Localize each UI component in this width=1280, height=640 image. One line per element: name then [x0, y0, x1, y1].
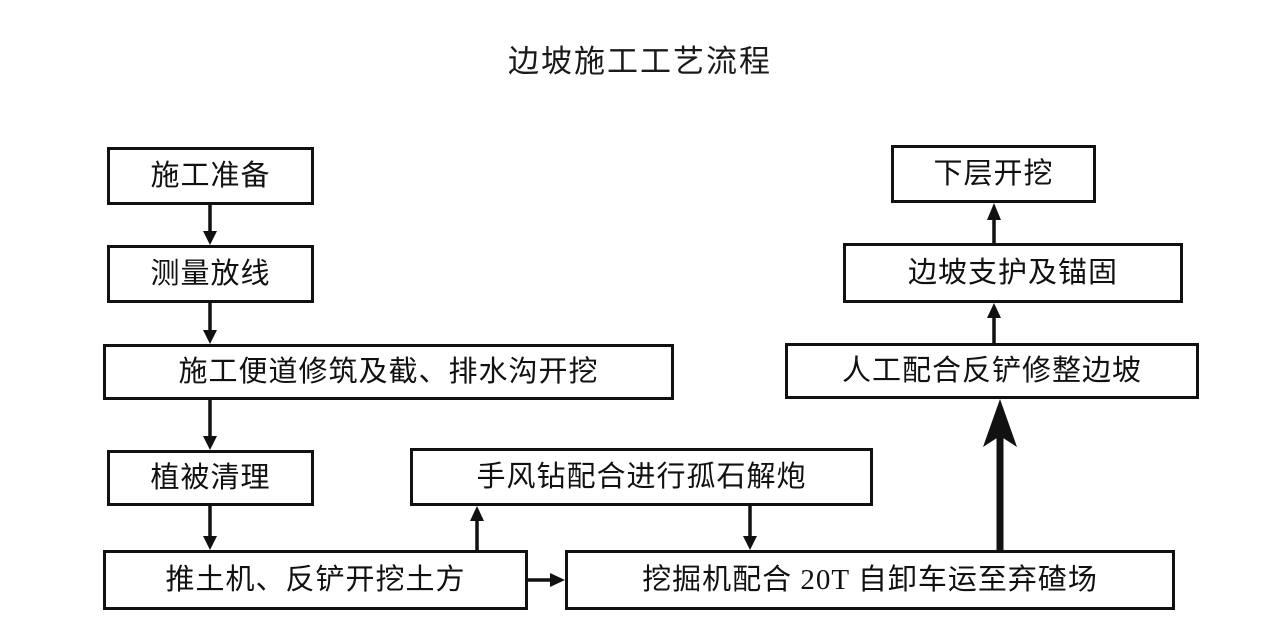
edge-arrow-down-4 [203, 506, 217, 550]
node-label: 植被清理 [150, 461, 271, 494]
edge-arrow-right-1 [528, 573, 565, 587]
node-vegetation-clearing[interactable]: 植被清理 [107, 450, 314, 506]
edge-arrow-up-1 [470, 506, 484, 550]
node-construction-preparation[interactable]: 施工准备 [107, 147, 314, 205]
node-haul-road-and-drainage[interactable]: 施工便道修筑及截、排水沟开挖 [103, 344, 674, 400]
node-label: 施工准备 [150, 159, 271, 192]
edge-arrow-up-thick [983, 399, 1017, 550]
node-jackhammer-boulder-blasting[interactable]: 手风钻配合进行孤石解炮 [410, 448, 873, 506]
page-title: 边坡施工工艺流程 [508, 44, 772, 79]
node-bulldozer-backhoe-excavation[interactable]: 推土机、反铲开挖土方 [103, 550, 528, 610]
node-label: 推土机、反铲开挖土方 [165, 563, 466, 596]
edge-arrow-down-1 [203, 205, 217, 245]
node-slope-support-and-anchoring[interactable]: 边坡支护及锚固 [843, 243, 1183, 303]
edge-arrow-up-2 [987, 303, 1001, 343]
node-lower-layer-excavation[interactable]: 下层开挖 [891, 145, 1096, 203]
node-excavator-dump-truck-spoil[interactable]: 挖掘机配合 20T 自卸车运至弃碴场 [565, 550, 1175, 610]
edge-arrow-up-3 [987, 203, 1001, 243]
node-manual-backhoe-slope-trimming[interactable]: 人工配合反铲修整边坡 [785, 343, 1199, 399]
node-label: 测量放线 [150, 257, 271, 290]
edge-arrow-down-3 [203, 400, 217, 450]
node-label: 手风钻配合进行孤石解炮 [476, 460, 807, 493]
edge-arrow-down-2 [203, 303, 217, 344]
node-survey-setting-out[interactable]: 测量放线 [107, 245, 314, 303]
edge-arrow-down-5 [743, 506, 757, 550]
node-label: 施工便道修筑及截、排水沟开挖 [178, 355, 599, 388]
node-label: 人工配合反铲修整边坡 [841, 354, 1142, 387]
node-label: 边坡支护及锚固 [907, 256, 1118, 289]
node-label: 下层开挖 [933, 157, 1054, 190]
node-label: 挖掘机配合 20T 自卸车运至弃碴场 [642, 563, 1098, 596]
